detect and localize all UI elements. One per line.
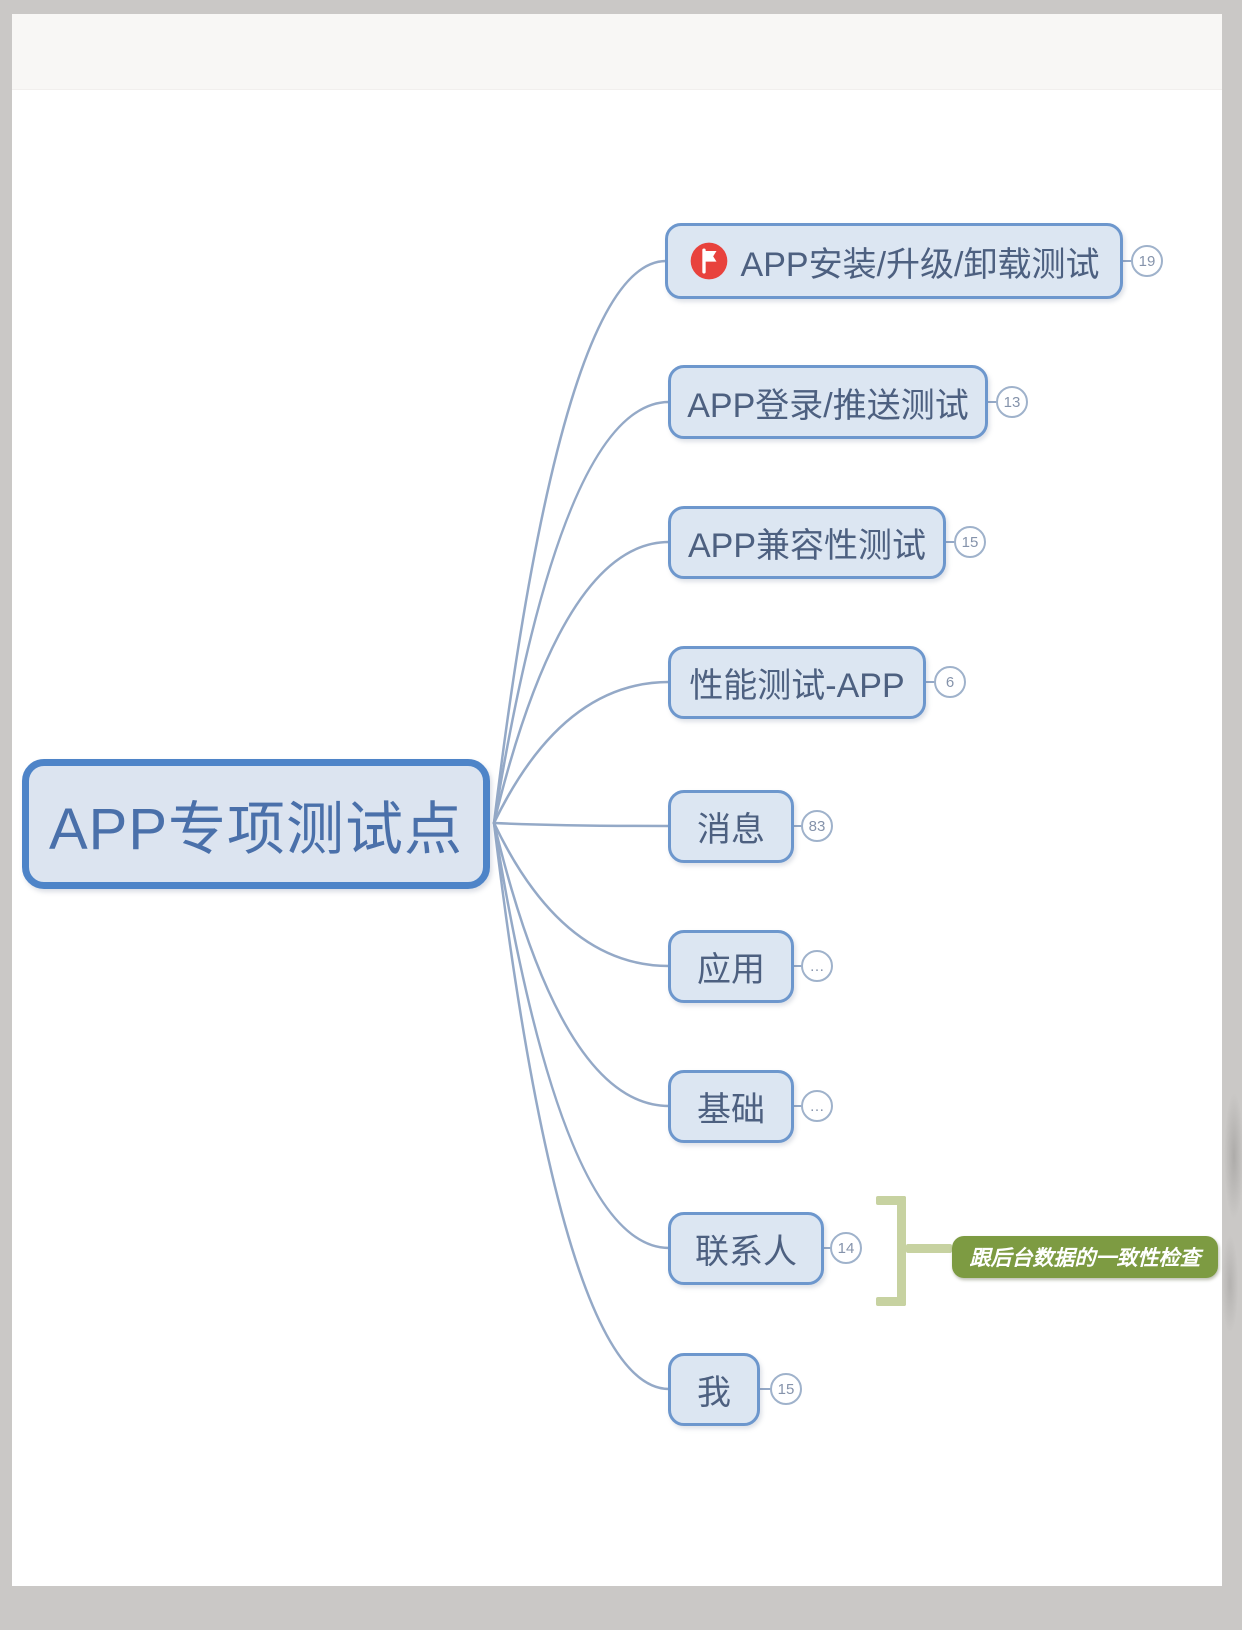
summary-bracket-top-stub [876,1196,906,1205]
collapse-badge[interactable]: 19 [1131,245,1163,277]
collapse-badge[interactable]: … [801,1090,833,1122]
collapse-badge[interactable]: 6 [934,666,966,698]
margin-right-texture [1222,1060,1242,1380]
branch-topic-install-upgrade-uninstall[interactable]: APP安装/升级/卸载测试 [665,223,1123,299]
branch-topic-label: 基础 [697,1091,765,1129]
branch-topic-label: 性能测试-APP [689,667,905,705]
branch-topic-performance[interactable]: 性能测试-APP [668,646,926,719]
summary-topic-label: 跟后台数据的一致性检查 [969,1247,1201,1270]
collapse-badge[interactable]: 14 [830,1232,862,1264]
branch-topic-compatibility[interactable]: APP兼容性测试 [668,506,946,579]
branch-topic-label: APP安装/升级/卸载测试 [740,245,1100,284]
collapse-badge[interactable]: 15 [770,1373,802,1405]
branch-topic-label: 消息 [697,811,765,849]
branch-topic-label: 应用 [697,951,765,989]
summary-bracket-mid-stub [906,1244,952,1253]
root-topic[interactable]: APP专项测试点 [22,759,490,889]
branch-topic-label: APP兼容性测试 [687,527,927,565]
summary-topic[interactable]: 跟后台数据的一致性检查 [952,1236,1218,1278]
summary-bracket-bottom-stub [876,1297,906,1306]
page-top-band [12,14,1222,90]
branch-topic-login-push[interactable]: APP登录/推送测试 [668,365,988,439]
summary-bracket-vertical [897,1196,906,1306]
branch-topic-application[interactable]: 应用 [668,930,794,1003]
collapse-badge[interactable]: 83 [801,810,833,842]
branch-topic-me[interactable]: 我 [668,1353,760,1426]
branch-topic-message[interactable]: 消息 [668,790,794,863]
branch-topic-label: 我 [697,1374,731,1412]
branch-topic-label: APP登录/推送测试 [687,386,969,425]
branch-topic-label: 联系人 [695,1233,797,1271]
branch-topic-contacts[interactable]: 联系人 [668,1212,824,1285]
root-topic-label: APP专项测试点 [48,797,464,862]
collapse-badge[interactable]: 13 [996,386,1028,418]
priority-flag-icon [690,242,727,280]
collapse-badge[interactable]: 15 [954,526,986,558]
collapse-badge[interactable]: … [801,950,833,982]
branch-topic-basic[interactable]: 基础 [668,1070,794,1143]
